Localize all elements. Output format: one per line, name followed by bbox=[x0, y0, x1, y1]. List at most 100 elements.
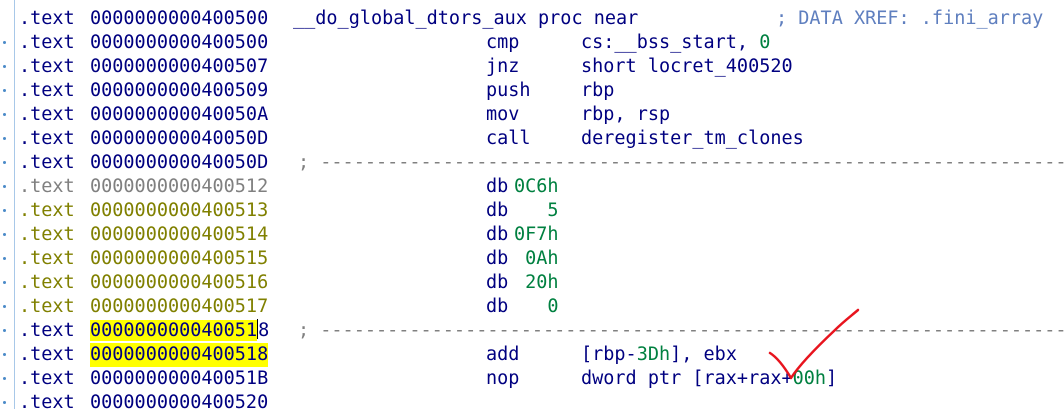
address: 0000000000400512 bbox=[90, 176, 269, 197]
address: 0000000000400507 bbox=[90, 56, 269, 77]
segment-name: .text bbox=[19, 32, 75, 53]
segment-name: .text bbox=[19, 296, 75, 317]
listing-line[interactable]: .text 0000000000400500 cmp cs:__bss_star… bbox=[0, 31, 1064, 55]
gutter-dot-icon bbox=[3, 305, 6, 308]
gutter-dot-icon bbox=[3, 113, 6, 116]
separator-comment: ; --------------------------------------… bbox=[298, 152, 1064, 173]
text-cursor bbox=[257, 319, 259, 339]
gutter-dot-icon bbox=[3, 89, 6, 92]
listing-line[interactable]: .text 000000000040050D call deregister_t… bbox=[0, 127, 1064, 151]
data-byte[interactable]: 0 bbox=[514, 296, 559, 317]
mnemonic: call bbox=[486, 128, 531, 149]
operand-number: 00h bbox=[792, 368, 827, 389]
gutter-dot-icon bbox=[3, 137, 6, 140]
operand-text: dword ptr [rax+rax+ bbox=[581, 368, 793, 389]
operand[interactable]: rbp, rsp bbox=[581, 104, 671, 125]
segment-name: .text bbox=[19, 104, 75, 125]
operand-text: cs:__bss_start, bbox=[581, 32, 760, 53]
address-highlighted[interactable]: 0000000000400518 bbox=[90, 319, 269, 343]
listing-line[interactable]: .text 0000000000400507 jnz short locret_… bbox=[0, 55, 1064, 79]
operand-number: 0 bbox=[759, 32, 771, 53]
mnemonic: db bbox=[486, 224, 509, 245]
gutter-dot-icon bbox=[3, 329, 6, 332]
listing-line[interactable]: .text 0000000000400520 bbox=[0, 391, 1064, 409]
mnemonic: mov bbox=[486, 104, 520, 125]
listing-line[interactable]: .text 000000000040051B nop dword ptr [ra… bbox=[0, 367, 1064, 391]
segment-name: .text bbox=[19, 80, 75, 101]
mnemonic: nop bbox=[486, 368, 520, 389]
mnemonic: db bbox=[486, 248, 509, 269]
mnemonic: db bbox=[486, 200, 509, 221]
listing-line-data[interactable]: .text 0000000000400517 db 0 bbox=[0, 295, 1064, 319]
gutter-dot-icon bbox=[3, 401, 6, 404]
address: 000000000040050D bbox=[90, 152, 269, 173]
mnemonic: jnz bbox=[486, 56, 520, 77]
segment-name: .text bbox=[19, 56, 75, 77]
listing-line-data[interactable]: .text 0000000000400513 db 5 bbox=[0, 199, 1064, 223]
segment-name: .text bbox=[19, 248, 75, 269]
mnemonic: db bbox=[486, 176, 509, 197]
segment-name: .text bbox=[19, 176, 75, 197]
operand-text: [rbp- bbox=[581, 344, 637, 365]
mnemonic: push bbox=[486, 80, 531, 101]
listing-line-proc-start[interactable]: .text 0000000000400500 __do_global_dtors… bbox=[0, 7, 1064, 31]
listing-line-data[interactable]: .text 0000000000400514 db 0F7h bbox=[0, 223, 1064, 247]
listing-line[interactable]: .text 000000000040050A mov rbp, rsp bbox=[0, 103, 1064, 127]
listing-line-data[interactable]: .text 0000000000400512 db 0C6h bbox=[0, 175, 1064, 199]
gutter-dot-icon bbox=[3, 233, 6, 236]
mnemonic: db bbox=[486, 296, 509, 317]
segment-name: .text bbox=[19, 344, 75, 365]
listing-line-separator-cursor[interactable]: .text 0000000000400518 ; ---------------… bbox=[0, 319, 1064, 343]
separator-comment: ; --------------------------------------… bbox=[298, 320, 1064, 341]
gutter-dot-icon bbox=[3, 377, 6, 380]
operand-text: ], ebx bbox=[670, 344, 737, 365]
address-part: 1 bbox=[245, 320, 258, 341]
segment-name: .text bbox=[19, 8, 75, 29]
operand[interactable]: deregister_tm_clones bbox=[581, 128, 804, 149]
gutter-dot-icon bbox=[3, 65, 6, 68]
gutter-dot-icon bbox=[3, 161, 6, 164]
data-byte[interactable]: 0C6h bbox=[514, 176, 559, 197]
address: 0000000000400516 bbox=[90, 272, 269, 293]
operand[interactable]: [rbp-3Dh], ebx bbox=[581, 343, 737, 367]
address-part: 8 bbox=[258, 320, 270, 341]
data-byte[interactable]: 0Ah bbox=[514, 248, 559, 269]
address-highlighted[interactable]: 0000000000400518 bbox=[90, 343, 269, 367]
operand[interactable]: rbp bbox=[581, 80, 615, 101]
segment-name: .text bbox=[19, 320, 75, 341]
address: 0000000000400520 bbox=[90, 392, 269, 409]
address: 0000000000400515 bbox=[90, 248, 269, 269]
data-byte[interactable]: 5 bbox=[514, 200, 559, 221]
data-byte[interactable]: 20h bbox=[514, 272, 559, 293]
segment-name: .text bbox=[19, 200, 75, 221]
address: 0000000000400514 bbox=[90, 224, 269, 245]
listing-line-data[interactable]: .text 0000000000400516 db 20h bbox=[0, 271, 1064, 295]
address: 0000000000400517 bbox=[90, 296, 269, 317]
address: 0000000000400509 bbox=[90, 80, 269, 101]
segment-name: .text bbox=[19, 224, 75, 245]
operand[interactable]: dword ptr [rax+rax+00h] bbox=[581, 367, 837, 391]
proc-name[interactable]: __do_global_dtors_aux proc near bbox=[293, 8, 639, 29]
listing-line[interactable]: .text 0000000000400509 push rbp bbox=[0, 79, 1064, 103]
address: 0000000000400500 bbox=[90, 32, 269, 53]
address: 000000000040050D bbox=[90, 128, 269, 149]
segment-name: .text bbox=[19, 368, 75, 389]
gutter-dot-icon bbox=[3, 209, 6, 212]
xref-comment[interactable]: ; DATA XREF: .fini_array bbox=[776, 8, 1044, 29]
gutter-divider bbox=[14, 0, 15, 409]
address: 000000000040050A bbox=[90, 104, 269, 125]
listing-line[interactable]: .text 0000000000400518 add [rbp-3Dh], eb… bbox=[0, 343, 1064, 367]
listing-line-data[interactable]: .text 0000000000400515 db 0Ah bbox=[0, 247, 1064, 271]
address: 000000000040051B bbox=[90, 368, 269, 389]
operand-text: ] bbox=[826, 368, 838, 389]
operand[interactable]: short locret_400520 bbox=[581, 56, 793, 77]
data-byte[interactable]: 0F7h bbox=[514, 224, 559, 245]
operand[interactable]: cs:__bss_start, 0 bbox=[581, 31, 770, 55]
listing-line-separator[interactable]: .text 000000000040050D ; ---------------… bbox=[0, 151, 1064, 175]
gutter-dot-icon bbox=[3, 353, 6, 356]
gutter-dot-icon bbox=[3, 281, 6, 284]
segment-name: .text bbox=[19, 128, 75, 149]
segment-name: .text bbox=[19, 152, 75, 173]
